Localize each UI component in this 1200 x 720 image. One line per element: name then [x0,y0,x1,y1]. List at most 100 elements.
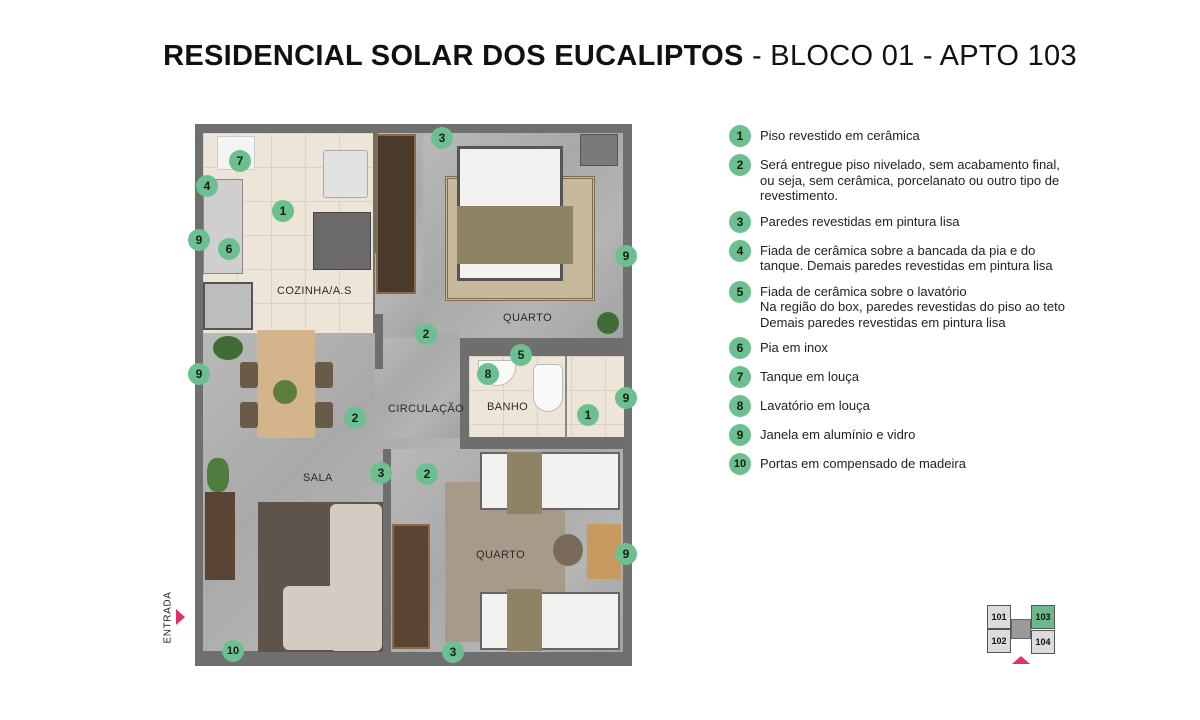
stove [203,282,253,330]
marker-6: 6 [218,238,240,260]
marker-9: 9 [188,229,210,251]
legend-item: 10 Portas em compensado de madeira [729,453,1089,475]
legend-item: 5 Fiada de cerâmica sobre o lavatório Na… [729,280,1089,331]
marker-10: 10 [222,640,244,662]
marker-4: 4 [196,175,218,197]
plant [207,458,229,492]
legend-text: Tanque em louça [760,369,860,384]
single-bed [480,452,620,510]
wall [383,449,391,659]
nightstand [580,134,618,166]
plant [597,312,619,334]
marker-3: 3 [442,641,464,663]
marker-9: 9 [615,387,637,409]
legend-item: 6 Pia em inox [729,337,1089,359]
marker-3: 3 [370,462,392,484]
unit-102: 102 [987,629,1011,653]
legend-text: Janela em alumínio e vidro [760,427,916,442]
legend-badge: 8 [729,395,751,417]
room-label-circulation: CIRCULAÇÃO [388,403,465,415]
sofa-chaise [283,586,343,650]
corridor [1011,619,1031,639]
legend-text: Fiada de cerâmica sobre a bancada da pia… [760,242,1053,274]
marker-3: 3 [431,127,453,149]
legend-item: 8 Lavatório em louça [729,395,1089,417]
refrigerator [313,212,371,270]
room-label-living: SALA [303,472,333,484]
legend-badge: 1 [729,125,751,147]
room-label-kitchen: COZINHA/A.S [277,285,352,297]
legend-text: Portas em compensado de madeira [760,456,966,471]
legend-item: 4 Fiada de cerâmica sobre a bancada da p… [729,239,1089,274]
room-label-bathroom: BANHO [487,401,529,413]
shower-divider [565,356,567,438]
wall [463,347,625,356]
single-bed [480,592,620,650]
legend-item: 1 Piso revestido em cerâmica [729,125,1089,147]
marker-1: 1 [577,404,599,426]
legend-text: Lavatório em louça [760,398,870,413]
legend-text: Pia em inox [760,340,828,355]
legend: 1 Piso revestido em cerâmica 2 Será entr… [729,125,1089,482]
legend-text: Paredes revestidas em pintura lisa [760,213,960,229]
unit-103-active: 103 [1031,605,1055,629]
legend-item: 3 Paredes revestidas em pintura lisa [729,210,1089,233]
legend-text: Fiada de cerâmica sobre o lavatório Na r… [760,283,1065,330]
room-label-bedroom-2: QUARTO [476,549,526,561]
marker-5: 5 [510,344,532,366]
chair [240,402,258,428]
wall [373,133,378,253]
circulation-area [375,338,460,438]
legend-text: Piso revestido em cerâmica [760,128,920,143]
table-plant [273,380,297,404]
wardrobe [376,134,416,294]
wall [460,437,625,446]
legend-badge: 4 [729,239,751,262]
legend-badge: 6 [729,337,751,359]
bed-blanket [507,589,542,651]
marker-2: 2 [344,407,366,429]
marker-9: 9 [615,543,637,565]
bed-blanket [507,452,542,514]
entrance-indicator: ENTRADA [156,592,176,646]
legend-item: 2 Será entregue piso nivelado, sem acaba… [729,154,1089,204]
legend-badge: 10 [729,453,751,475]
desk-chair [553,534,583,566]
legend-badge: 7 [729,366,751,388]
title-project: RESIDENCIAL SOLAR DOS EUCALIPTOS [163,40,744,72]
toilet [533,364,563,412]
plant [213,336,243,360]
unit-104: 104 [1031,630,1055,654]
legend-badge: 9 [729,424,751,446]
floor-plan: COZINHA/A.S QUARTO CIRCULAÇÃO BANHO SALA… [195,124,632,666]
chair [315,362,333,388]
marker-8: 8 [477,363,499,385]
wardrobe [392,524,430,649]
tv-stand [205,492,235,580]
washing-machine [323,150,368,198]
legend-item: 9 Janela em alumínio e vidro [729,424,1089,446]
title-unit: - BLOCO 01 - APTO 103 [743,40,1077,72]
marker-9: 9 [188,363,210,385]
legend-badge: 5 [729,280,751,303]
chair [315,402,333,428]
marker-9: 9 [615,245,637,267]
marker-1: 1 [272,200,294,222]
entrance-arrow-icon [1012,656,1030,664]
entrance-arrow-icon [176,609,185,625]
unit-101: 101 [987,605,1011,629]
entrance-label: ENTRADA [162,591,174,644]
unit-location-map: 101 102 103 104 [987,605,1057,665]
legend-item: 7 Tanque em louça [729,366,1089,388]
wall [460,347,469,437]
page-title: RESIDENCIAL SOLAR DOS EUCALIPTOS - BLOCO… [0,40,1200,73]
marker-7: 7 [229,150,251,172]
chair [240,362,258,388]
room-label-bedroom-1: QUARTO [503,312,553,324]
legend-text: Será entregue piso nivelado, sem acabame… [760,157,1060,203]
wall [375,314,383,369]
bed-blanket [457,206,573,264]
legend-badge: 3 [729,210,751,233]
marker-2: 2 [415,323,437,345]
marker-2: 2 [416,463,438,485]
